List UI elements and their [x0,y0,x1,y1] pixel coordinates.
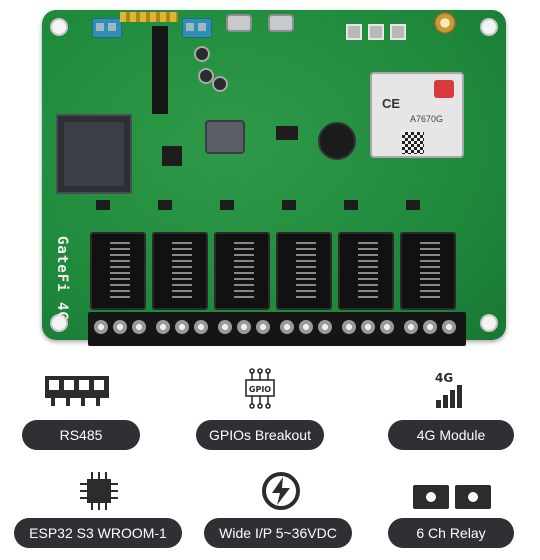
regulator-chip [276,126,298,140]
ce-mark: CE [382,96,401,111]
relay [400,232,456,310]
relay [214,232,270,310]
terminal-screw [361,320,375,334]
smd-component [158,200,172,210]
esp32-module [56,114,132,194]
4g-module: CE A7670G [370,72,464,158]
capacitor [194,46,210,62]
antenna-connector [434,12,456,34]
feature-pill-esp32: ESP32 S3 WROOM-1 [14,518,182,548]
mounting-hole [50,314,68,332]
inductor [205,120,245,154]
feature-pill-gpio: GPIOs Breakout [196,420,324,450]
module-logo [434,80,454,98]
mounting-hole [480,18,498,36]
power-bolt-icon [262,472,300,510]
boot-button [346,24,362,40]
relay [276,232,332,310]
terminal-screw [194,320,208,334]
terminal-screw [256,320,270,334]
smd-component [282,200,296,210]
smd-component [344,200,358,210]
rs485-terminal-icon [45,376,109,406]
relay [338,232,394,310]
capacitor [198,68,214,84]
terminal-screw [113,320,127,334]
terminal-screw [404,320,418,334]
usb-c-port [268,14,294,32]
feature-pill-4g: 4G Module [388,420,514,450]
feature-pill-rs485: RS485 [22,420,140,450]
pwrkey-button [390,24,406,40]
terminal-screw [237,320,251,334]
terminal-screw [342,320,356,334]
terminal-screw [132,320,146,334]
buzzer [318,122,356,160]
terminal-screw [442,320,456,334]
chip-icon [80,472,118,510]
mounting-hole [480,314,498,332]
terminal-screw [299,320,313,334]
qr-code [402,132,424,154]
reset-button [368,24,384,40]
4g-icon-text: 4G [435,371,453,385]
relay [152,232,208,310]
pin-header [120,12,178,22]
power-terminal [92,18,122,38]
terminal-screw [175,320,189,334]
gpio-icon-text: GPIO [249,385,271,394]
relay [90,232,146,310]
usb-c-port [226,14,252,32]
terminal-screw [218,320,232,334]
gpio-icon: GPIO [245,368,275,409]
product-photo: CE A7670G GateFi 4G [42,10,506,346]
module-model-label: A7670G [410,114,444,124]
terminal-screw [94,320,108,334]
relay-icon [413,485,491,509]
terminal-screw [156,320,170,334]
feature-pill-relay: 6 Ch Relay [388,518,514,548]
smd-component [96,200,110,210]
smd-component [220,200,234,210]
terminal-screw [380,320,394,334]
rs485-terminal [182,18,212,38]
pin-header-strip [152,26,168,114]
feature-pill-power: Wide I/P 5~36VDC [204,518,352,548]
board-model-label: GateFi 4G [54,236,70,321]
capacitor [212,76,228,92]
smd-component [406,200,420,210]
ic-chip [162,146,182,166]
relay-terminal-block [88,312,466,346]
mounting-hole [50,18,68,36]
terminal-screw [318,320,332,334]
terminal-screw [423,320,437,334]
4g-signal-icon: 4G [435,371,462,408]
terminal-screw [280,320,294,334]
